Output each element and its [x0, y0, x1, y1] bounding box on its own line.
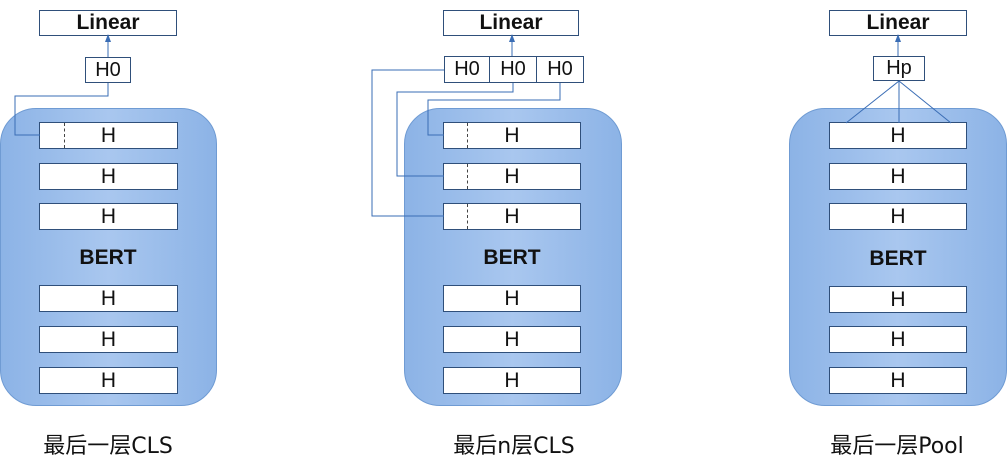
- layer-box-top-2: H: [829, 163, 967, 190]
- layer-box-top-2: H: [443, 163, 581, 190]
- layer-box-top-1: H: [829, 122, 967, 149]
- layer-box-bottom-3: H: [39, 367, 178, 394]
- cls-output-box-2: H0: [489, 56, 537, 83]
- bert-label: BERT: [869, 247, 927, 270]
- linear-box: Linear: [829, 10, 967, 36]
- layer-box-top-2: H: [39, 163, 178, 190]
- bert-body: [789, 108, 1007, 406]
- layer-box-bottom-1: H: [443, 285, 581, 312]
- cls-token-divider: [467, 204, 468, 229]
- layer-box-bottom-3: H: [829, 367, 967, 394]
- bert-body: [0, 108, 217, 406]
- pooled-output-box: Hp: [873, 56, 925, 81]
- layer-box-top-1: H: [443, 122, 581, 149]
- layer-box-top-3: H: [443, 203, 581, 230]
- layer-box-bottom-1: H: [39, 285, 178, 312]
- layer-box-bottom-1: H: [829, 286, 967, 313]
- panel-caption: 最后一层CLS: [43, 434, 173, 459]
- layer-box-top-3: H: [829, 203, 967, 230]
- cls-output-box-1: H0: [444, 56, 490, 83]
- cls-output-box: H0: [85, 57, 131, 83]
- layer-box-bottom-2: H: [39, 326, 178, 353]
- layer-box-bottom-2: H: [829, 326, 967, 353]
- layer-box-top-3: H: [39, 203, 178, 230]
- panel-caption: 最后一层Pool: [830, 434, 964, 459]
- bert-label: BERT: [79, 246, 137, 269]
- linear-box: Linear: [39, 10, 177, 36]
- cls-token-divider: [467, 123, 468, 148]
- layer-box-bottom-3: H: [443, 367, 581, 394]
- cls-token-divider: [467, 164, 468, 189]
- bert-label: BERT: [483, 246, 541, 269]
- linear-box: Linear: [443, 10, 579, 36]
- layer-box-top-1: H: [39, 122, 178, 149]
- cls-output-box-3: H0: [536, 56, 584, 83]
- cls-token-divider: [64, 123, 65, 148]
- layer-box-bottom-2: H: [443, 326, 581, 353]
- panel-caption: 最后n层CLS: [453, 434, 575, 459]
